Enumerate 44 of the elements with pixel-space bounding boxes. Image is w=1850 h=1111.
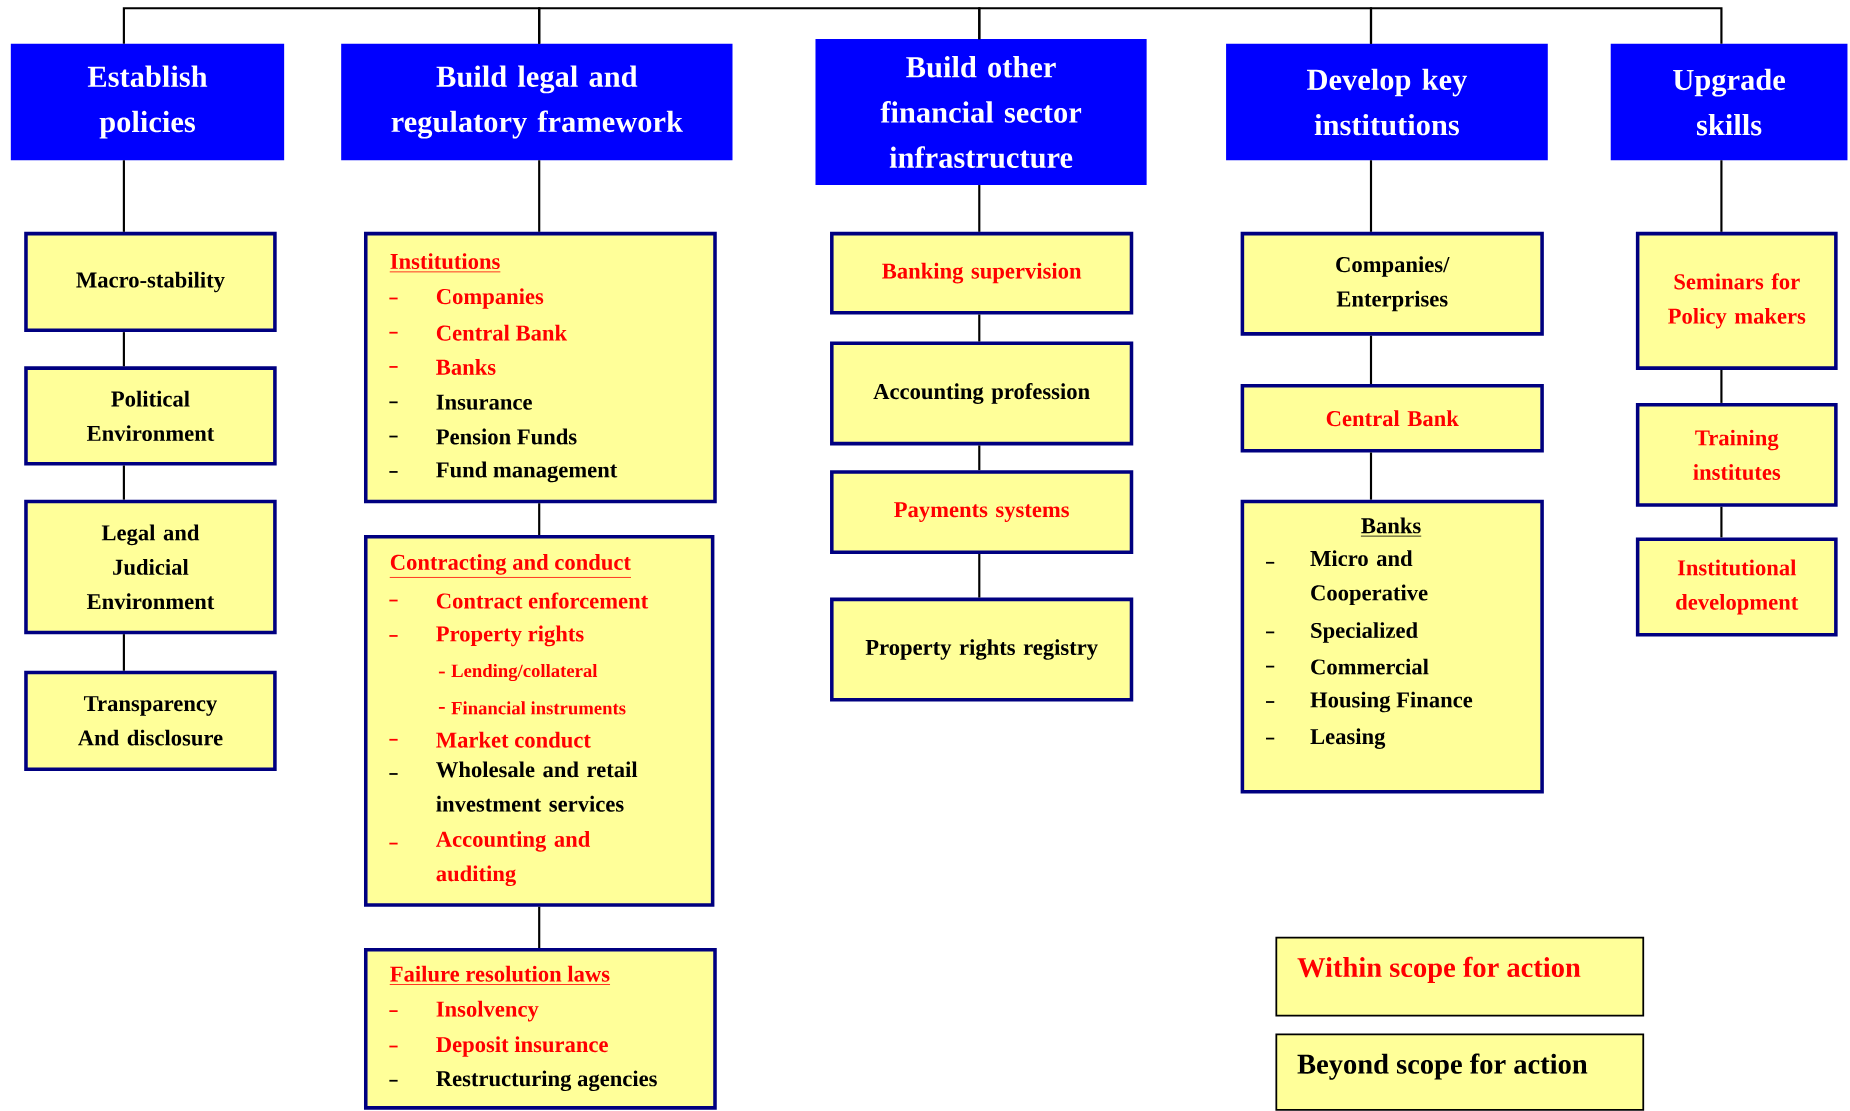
process-box: Institutional development [1635,537,1838,637]
process-box: Property rights registry [830,597,1134,702]
connector-line [1369,335,1373,384]
connector-line [122,331,125,367]
connector-line [1720,160,1723,232]
connector-line [1720,369,1723,403]
legend-box: Within scope for action [1275,936,1645,1017]
connector-line [978,553,981,598]
process-box: Training institutes [1635,402,1838,507]
list-box: Failure resolution laws Insolvency Deposit insurance Restructuring agencies [364,947,717,1110]
process-box: Banking supervision [830,231,1134,315]
process-box: Legal and Judicial Environment [24,499,277,634]
header-box: Build legal and regulatory framework [341,43,733,161]
connector-line [538,6,981,44]
header-box: Develop key institutions [1226,43,1548,161]
header-box: Build other financial sector infrastructure [815,38,1147,185]
process-box: Macro-stability [24,231,277,332]
connector-line [122,6,541,44]
connector-line [538,503,541,535]
list-box: Banks Micro and Cooperative Specialized Commercial Housing Finance Leasing [1240,499,1544,794]
header-box: Upgrade skills [1610,43,1848,161]
connector-line [122,160,125,232]
process-box: Transparency And disclosure [24,670,277,771]
connector-line [122,633,125,671]
process-box: Payments systems [830,469,1134,554]
header-box: Establish policies [10,43,285,161]
process-box: Accounting profession [830,341,1134,446]
list-box: Contracting and conduct Contract enforcement Property rights Lending/collateral Financial instruments Market conduct Wholesale and retail investment services Accounting and auditing [364,534,715,907]
connector-line [538,906,541,948]
connector-line [1369,160,1373,232]
connector-line [538,160,541,232]
connector-line [1369,452,1373,500]
process-box: Political Environment [24,366,277,466]
process-box: Companies/ Enterprises [1240,231,1544,336]
connector-line [978,314,981,342]
connector-line [978,184,981,232]
process-box: Seminars for Policy makers [1635,231,1838,370]
connector-line [122,465,125,500]
connector-line [1720,506,1723,538]
connector-line [978,445,981,470]
list-box: Institutions Companies Central Bank Banks Insurance Pension Funds Fund management [364,231,717,503]
connector-line [1369,6,1723,44]
process-box: Central Bank [1240,383,1544,453]
legend-box: Beyond scope for action [1275,1033,1645,1111]
